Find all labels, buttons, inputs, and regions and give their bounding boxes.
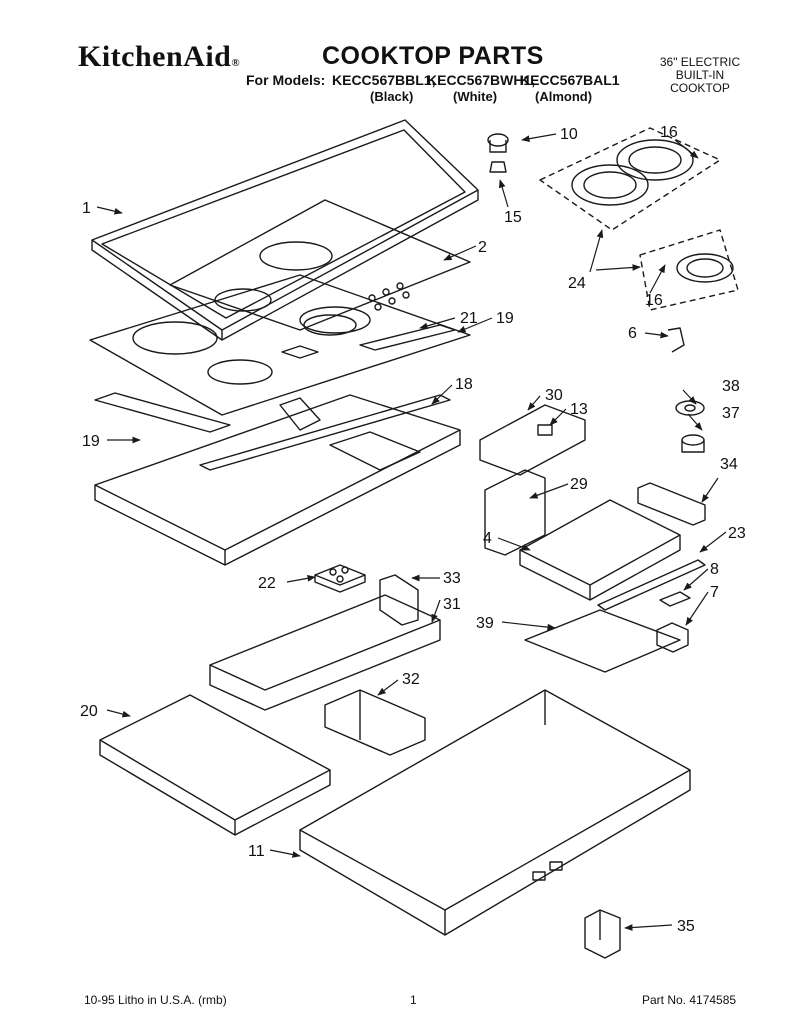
model-black: KECC567BBL1, [332, 72, 436, 88]
models-prefix: For Models: [246, 72, 326, 88]
small-bracket [379, 574, 419, 626]
callout-20: 20 [80, 703, 98, 720]
page-title: COOKTOP PARTS [322, 42, 544, 70]
control-knob [487, 133, 509, 173]
mounting-bracket [479, 404, 586, 476]
part-number: Part No. 4174585 [642, 993, 737, 1007]
color-almond: (Almond) [535, 89, 593, 104]
callout-labels: 1 2 4 6 7 8 10 11 13 15 16 16 18 19 19 2… [80, 124, 746, 935]
callout-33: 33 [443, 570, 461, 587]
callout-13: 13 [570, 401, 588, 418]
color-black: (Black) [370, 89, 414, 104]
callout-39: 39 [476, 615, 494, 632]
base-pan [94, 394, 461, 566]
trim-frame [91, 119, 479, 341]
description-line-3: COOKTOP [670, 81, 730, 95]
callout-34: 34 [720, 456, 738, 473]
callout-21: 21 [460, 310, 478, 327]
leader-lines [96, 133, 727, 931]
model-almond: KECC567BAL1 [520, 72, 620, 88]
callout-19-left: 19 [82, 433, 100, 450]
callout-38: 38 [722, 378, 740, 395]
callout-24: 24 [568, 275, 586, 292]
brand-name: KitchenAid [78, 40, 232, 73]
callout-31: 31 [443, 596, 461, 613]
callout-18: 18 [455, 376, 473, 393]
callout-32: 32 [402, 671, 420, 688]
surface-elements [539, 127, 739, 311]
color-white: (White) [453, 89, 498, 104]
callout-35: 35 [677, 918, 695, 935]
page-number: 1 [410, 993, 417, 1007]
front-panel [99, 694, 331, 836]
rail-34 [637, 482, 706, 526]
control-box [519, 499, 681, 601]
callout-11: 11 [248, 843, 265, 860]
callout-37: 37 [722, 405, 740, 422]
ring-parts [675, 400, 705, 453]
model-white: KECC567BWH1, [427, 72, 536, 88]
cooktop-panel [89, 274, 471, 416]
callout-22: 22 [258, 575, 276, 592]
callout-4: 4 [483, 530, 492, 547]
print-info: 10-95 Litho in U.S.A. (rmb) [84, 993, 227, 1007]
callout-16-lower: 16 [645, 292, 663, 309]
terminal-clip [667, 327, 685, 353]
callout-7: 7 [710, 584, 719, 601]
callout-10: 10 [560, 126, 578, 143]
channel-rail [209, 594, 441, 711]
description-line-1: 36" ELECTRIC [659, 55, 741, 69]
support-channel [484, 469, 546, 556]
switch-block [314, 564, 366, 593]
description-line-2: BUILT-IN [675, 68, 725, 82]
callout-2: 2 [478, 239, 487, 256]
callout-19-right: 19 [496, 310, 514, 327]
bracket-32 [324, 689, 426, 756]
callout-23: 23 [728, 525, 746, 542]
callout-16-upper: 16 [660, 124, 678, 141]
registered-mark: ® [231, 57, 241, 69]
callout-8: 8 [710, 561, 719, 578]
control-components [524, 559, 706, 673]
callout-30: 30 [545, 387, 563, 404]
callout-1: 1 [82, 200, 91, 217]
glass-top [169, 199, 471, 336]
callout-29: 29 [570, 476, 588, 493]
gasket-strips [94, 324, 456, 471]
corner-bracket [584, 909, 621, 959]
callout-6: 6 [628, 325, 637, 342]
brand-logo: KitchenAid® [78, 40, 240, 74]
callout-15: 15 [504, 209, 522, 226]
outer-box [299, 689, 691, 936]
